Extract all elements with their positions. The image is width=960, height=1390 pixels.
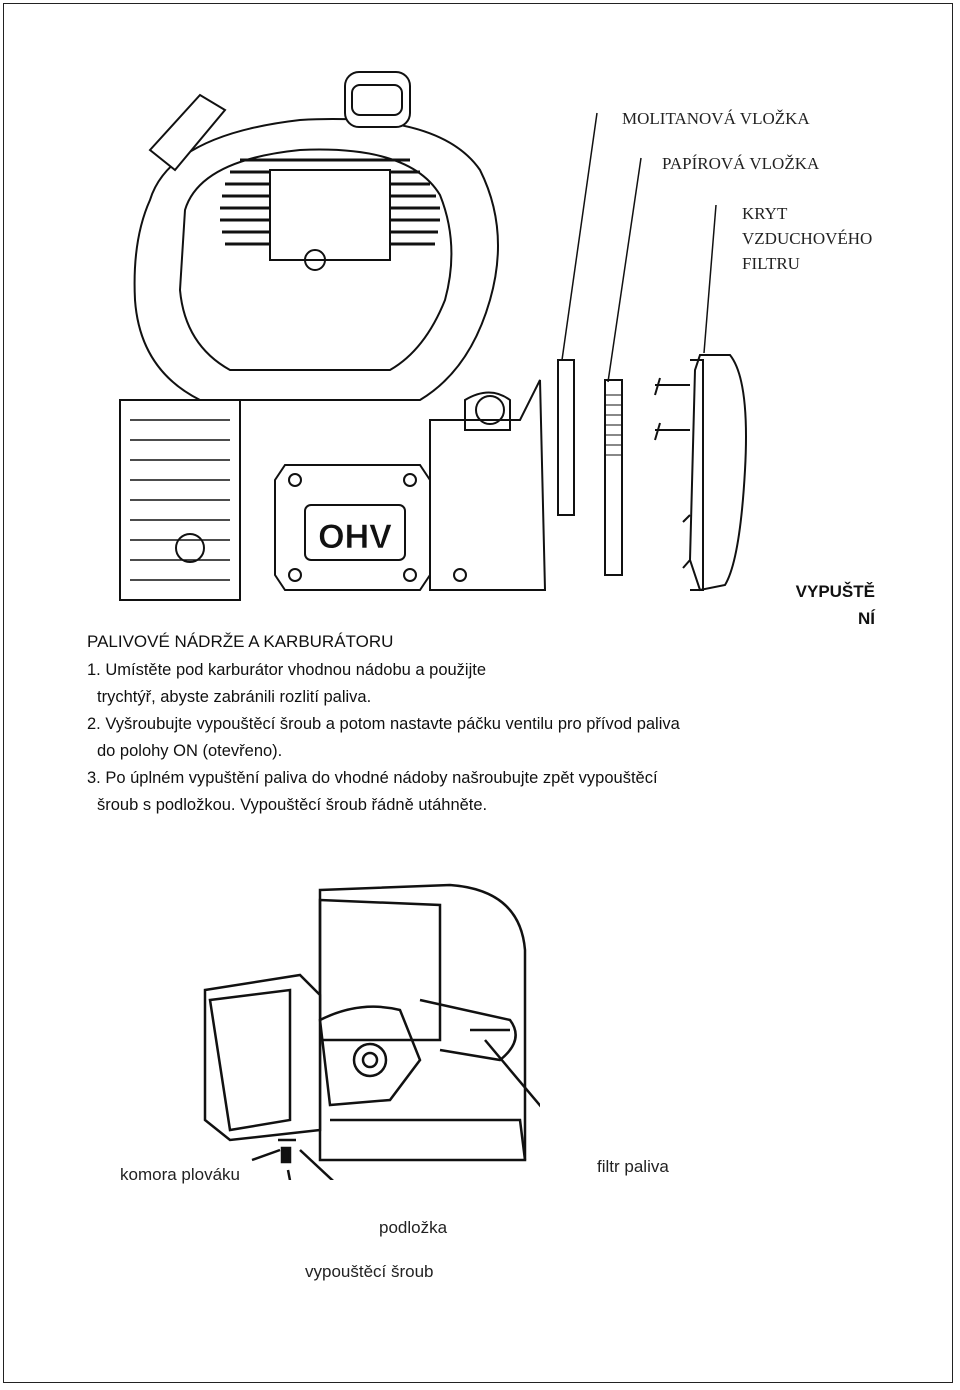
label-washer: podložka	[379, 1218, 448, 1237]
label-cover-line2: VZDUCHOVÉHO	[742, 229, 873, 248]
ohv-badge: OHV	[318, 518, 392, 556]
step-line: 3. Po úplném vypuštění paliva do vhodné …	[87, 769, 658, 787]
side-label-line1: VYPUŠTĚ	[795, 582, 875, 601]
section-title: PALIVOVÉ NÁDRŽE A KARBURÁTORU	[87, 632, 394, 651]
label-float-chamber: komora plováku	[120, 1165, 241, 1184]
label-fuel-filter: filtr paliva	[597, 1157, 669, 1176]
steps-list: 1. Umístěte pod karburátor vhodnou nádob…	[87, 657, 787, 819]
side-label-drain: VYPUŠTĚ NÍ	[780, 578, 875, 632]
label-drain-screw: vypouštěcí šroub	[305, 1262, 434, 1281]
step-item: 2. Vyšroubujte vypouštěcí šroub a potom …	[87, 711, 787, 765]
step-line: 2. Vyšroubujte vypouštěcí šroub a potom …	[87, 715, 680, 733]
step-item: 1. Umístěte pod karburátor vhodnou nádob…	[87, 657, 787, 711]
engine-air-filter-diagram: OHV	[119, 71, 747, 601]
label-cover-line1: KRYT	[742, 204, 788, 223]
carburetor-drain-diagram	[203, 883, 540, 1180]
step-line: 1. Umístěte pod karburátor vhodnou nádob…	[87, 661, 487, 679]
label-cover-line3: FILTRU	[742, 254, 800, 273]
label-foam-element: MOLITANOVÁ VLOŽKA	[622, 109, 810, 128]
page-border	[3, 3, 953, 1383]
step-line-continuation: šroub s podložkou. Vypouštěcí šroub řádn…	[97, 796, 488, 814]
label-paper-element: PAPÍROVÁ VLOŽKA	[662, 154, 820, 173]
side-label-line2: NÍ	[858, 609, 875, 628]
step-line-continuation: do polohy ON (otevřeno).	[97, 742, 283, 760]
label-cover: KRYT VZDUCHOVÉHO FILTRU	[742, 201, 872, 276]
step-item: 3. Po úplném vypuštění paliva do vhodné …	[87, 765, 787, 819]
step-line-continuation: trychtýř, abyste zabránili rozlití paliv…	[97, 688, 372, 706]
